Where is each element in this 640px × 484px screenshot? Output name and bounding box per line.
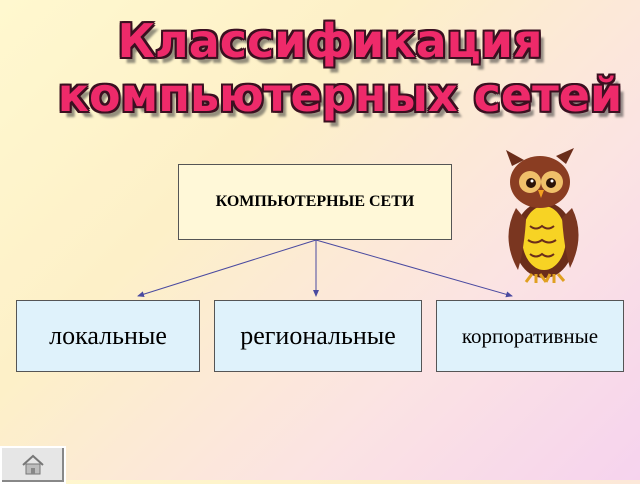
owl-icon: [506, 148, 579, 283]
title-line-2: компьютерных сетей: [57, 68, 623, 122]
node-regional: региональные: [214, 300, 422, 372]
title-line-1: Классификация: [117, 14, 543, 68]
connector-local: [137, 239, 317, 298]
root-node: КОМПЬЮТЕРНЫЕ СЕТИ: [178, 164, 452, 240]
home-button[interactable]: [0, 446, 66, 484]
home-icon: [22, 454, 44, 475]
node-local: локальные: [16, 300, 200, 372]
node-corporate: корпоративные: [436, 300, 624, 372]
connector-corporate: [315, 239, 513, 298]
